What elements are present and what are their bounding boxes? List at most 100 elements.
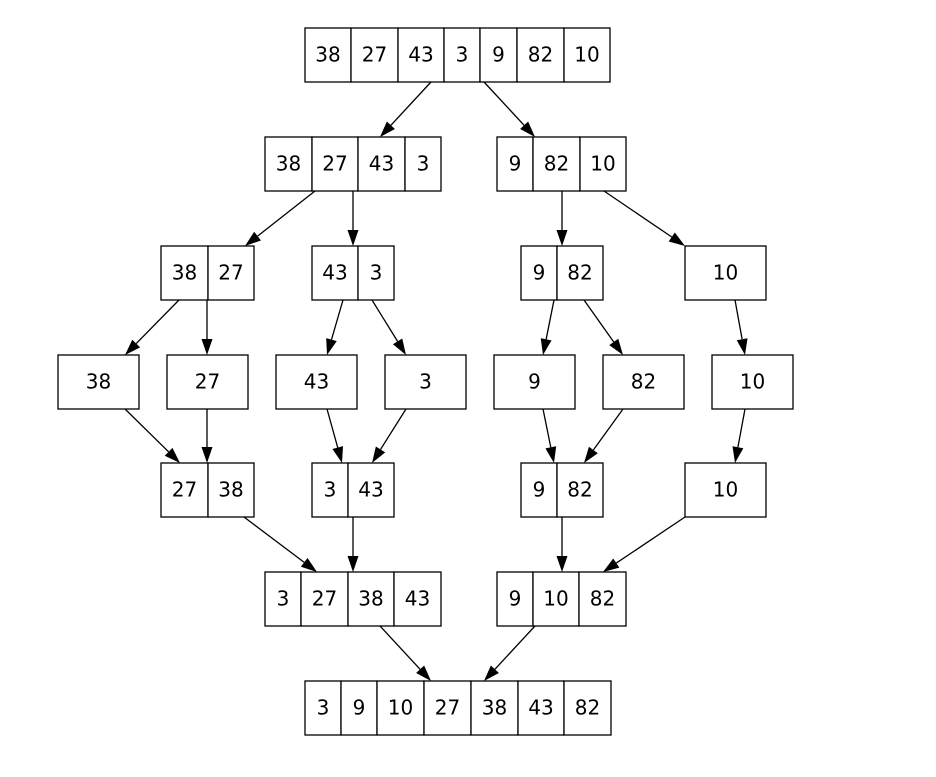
array-cell: 9 [496,136,534,192]
arrow-head [392,338,406,355]
cell-box [207,245,255,301]
cell-value: 38 [218,478,243,502]
array-cell: 9 [493,354,576,410]
cell-box [517,680,565,736]
arrow-head [668,232,685,246]
array-node-rr: 10 [684,245,767,301]
arrow-head [416,665,431,681]
edge-root-to-left-half [380,81,432,137]
cell-box [470,680,519,736]
edge-line [603,190,673,238]
cell-box [357,245,395,301]
cell-value: 9 [528,370,541,394]
arrow-head [484,665,499,681]
array-cell: 10 [684,245,767,301]
cell-box [579,136,627,192]
cell-box [423,680,472,736]
edge-merge-right-to-sorted [484,625,536,681]
edge-leaf-10-to-merge-rr [732,408,746,463]
array-node-merge-rr: 10 [684,462,767,518]
edge-line [615,516,686,564]
array-cell: 82 [578,571,627,627]
cell-box [496,571,534,627]
cell-value: 43 [528,696,553,720]
cell-box [347,462,395,518]
cell-value: 9 [533,261,546,285]
arrow-head [540,338,552,355]
arrow-head [125,339,141,355]
array-cell: 38 [304,27,352,83]
cell-box [340,680,378,736]
edge-leaf-38-to-merge-ll [124,408,180,463]
array-cell: 10 [579,136,627,192]
cell-box [496,136,534,192]
cell-box [556,462,604,518]
array-cell: 82 [516,27,565,83]
cell-box [275,354,358,410]
edge-line [545,299,555,340]
cell-box [311,245,359,301]
edge-merge-rl-to-merge-right [556,517,568,572]
arrow-head [201,339,213,355]
cell-value: 3 [417,152,430,176]
array-cell: 38 [347,571,395,627]
cell-box [493,354,576,410]
edge-ll-to-leaf-38 [125,299,180,355]
cell-box [563,680,612,736]
edge-line [135,299,180,345]
array-cell: 82 [602,354,685,410]
array-cell: 38 [160,245,209,301]
edge-line [494,625,536,670]
array-cell: 38 [264,136,313,192]
edge-line [483,81,525,126]
cell-box [563,27,611,83]
array-cell: 27 [300,571,349,627]
arrow-head [164,447,180,463]
array-cell: 9 [520,245,558,301]
cell-value: 82 [590,587,615,611]
array-cell: 38 [207,462,255,518]
cell-value: 3 [456,43,469,67]
edge-merge-ll-to-merge-left [243,516,317,572]
edge-merge-lr-to-merge-left [347,517,359,572]
cell-box [404,136,442,192]
array-cell: 3 [443,27,481,83]
cell-value: 10 [543,587,568,611]
array-cell: 10 [563,27,611,83]
cell-box [684,245,767,301]
cell-value: 9 [509,587,522,611]
cell-value: 27 [172,478,197,502]
cell-value: 3 [317,696,330,720]
array-cell: 43 [517,680,565,736]
edge-line [390,81,432,126]
array-node-merge-left: 3 27 38 43 [264,571,442,627]
edge-merge-left-to-sorted [379,625,431,681]
edge-leaf-3-to-merge-lr [372,408,407,463]
array-cell: 43 [397,27,445,83]
edge-line [379,625,421,670]
cell-value: 38 [172,261,197,285]
array-cell: 27 [311,136,359,192]
arrow-head [380,121,395,137]
cell-value: 3 [277,587,290,611]
edge-rl-to-leaf-9 [540,299,555,355]
cell-box [311,136,359,192]
edge-right-half-to-rr [603,190,685,246]
edge-rr-to-leaf-10 [734,299,748,355]
edge-lr-to-leaf-3 [371,299,406,355]
cell-value: 27 [218,261,243,285]
array-node-leaf-3: 3 [384,354,467,410]
edge-line [243,516,305,563]
arrow-head [732,446,744,463]
array-cell: 27 [160,462,209,518]
array-cell: 43 [393,571,442,627]
cell-value: 38 [358,587,383,611]
array-node-leaf-27: 27 [166,354,249,410]
array-cell: 10 [532,571,580,627]
cell-value: 43 [369,152,394,176]
